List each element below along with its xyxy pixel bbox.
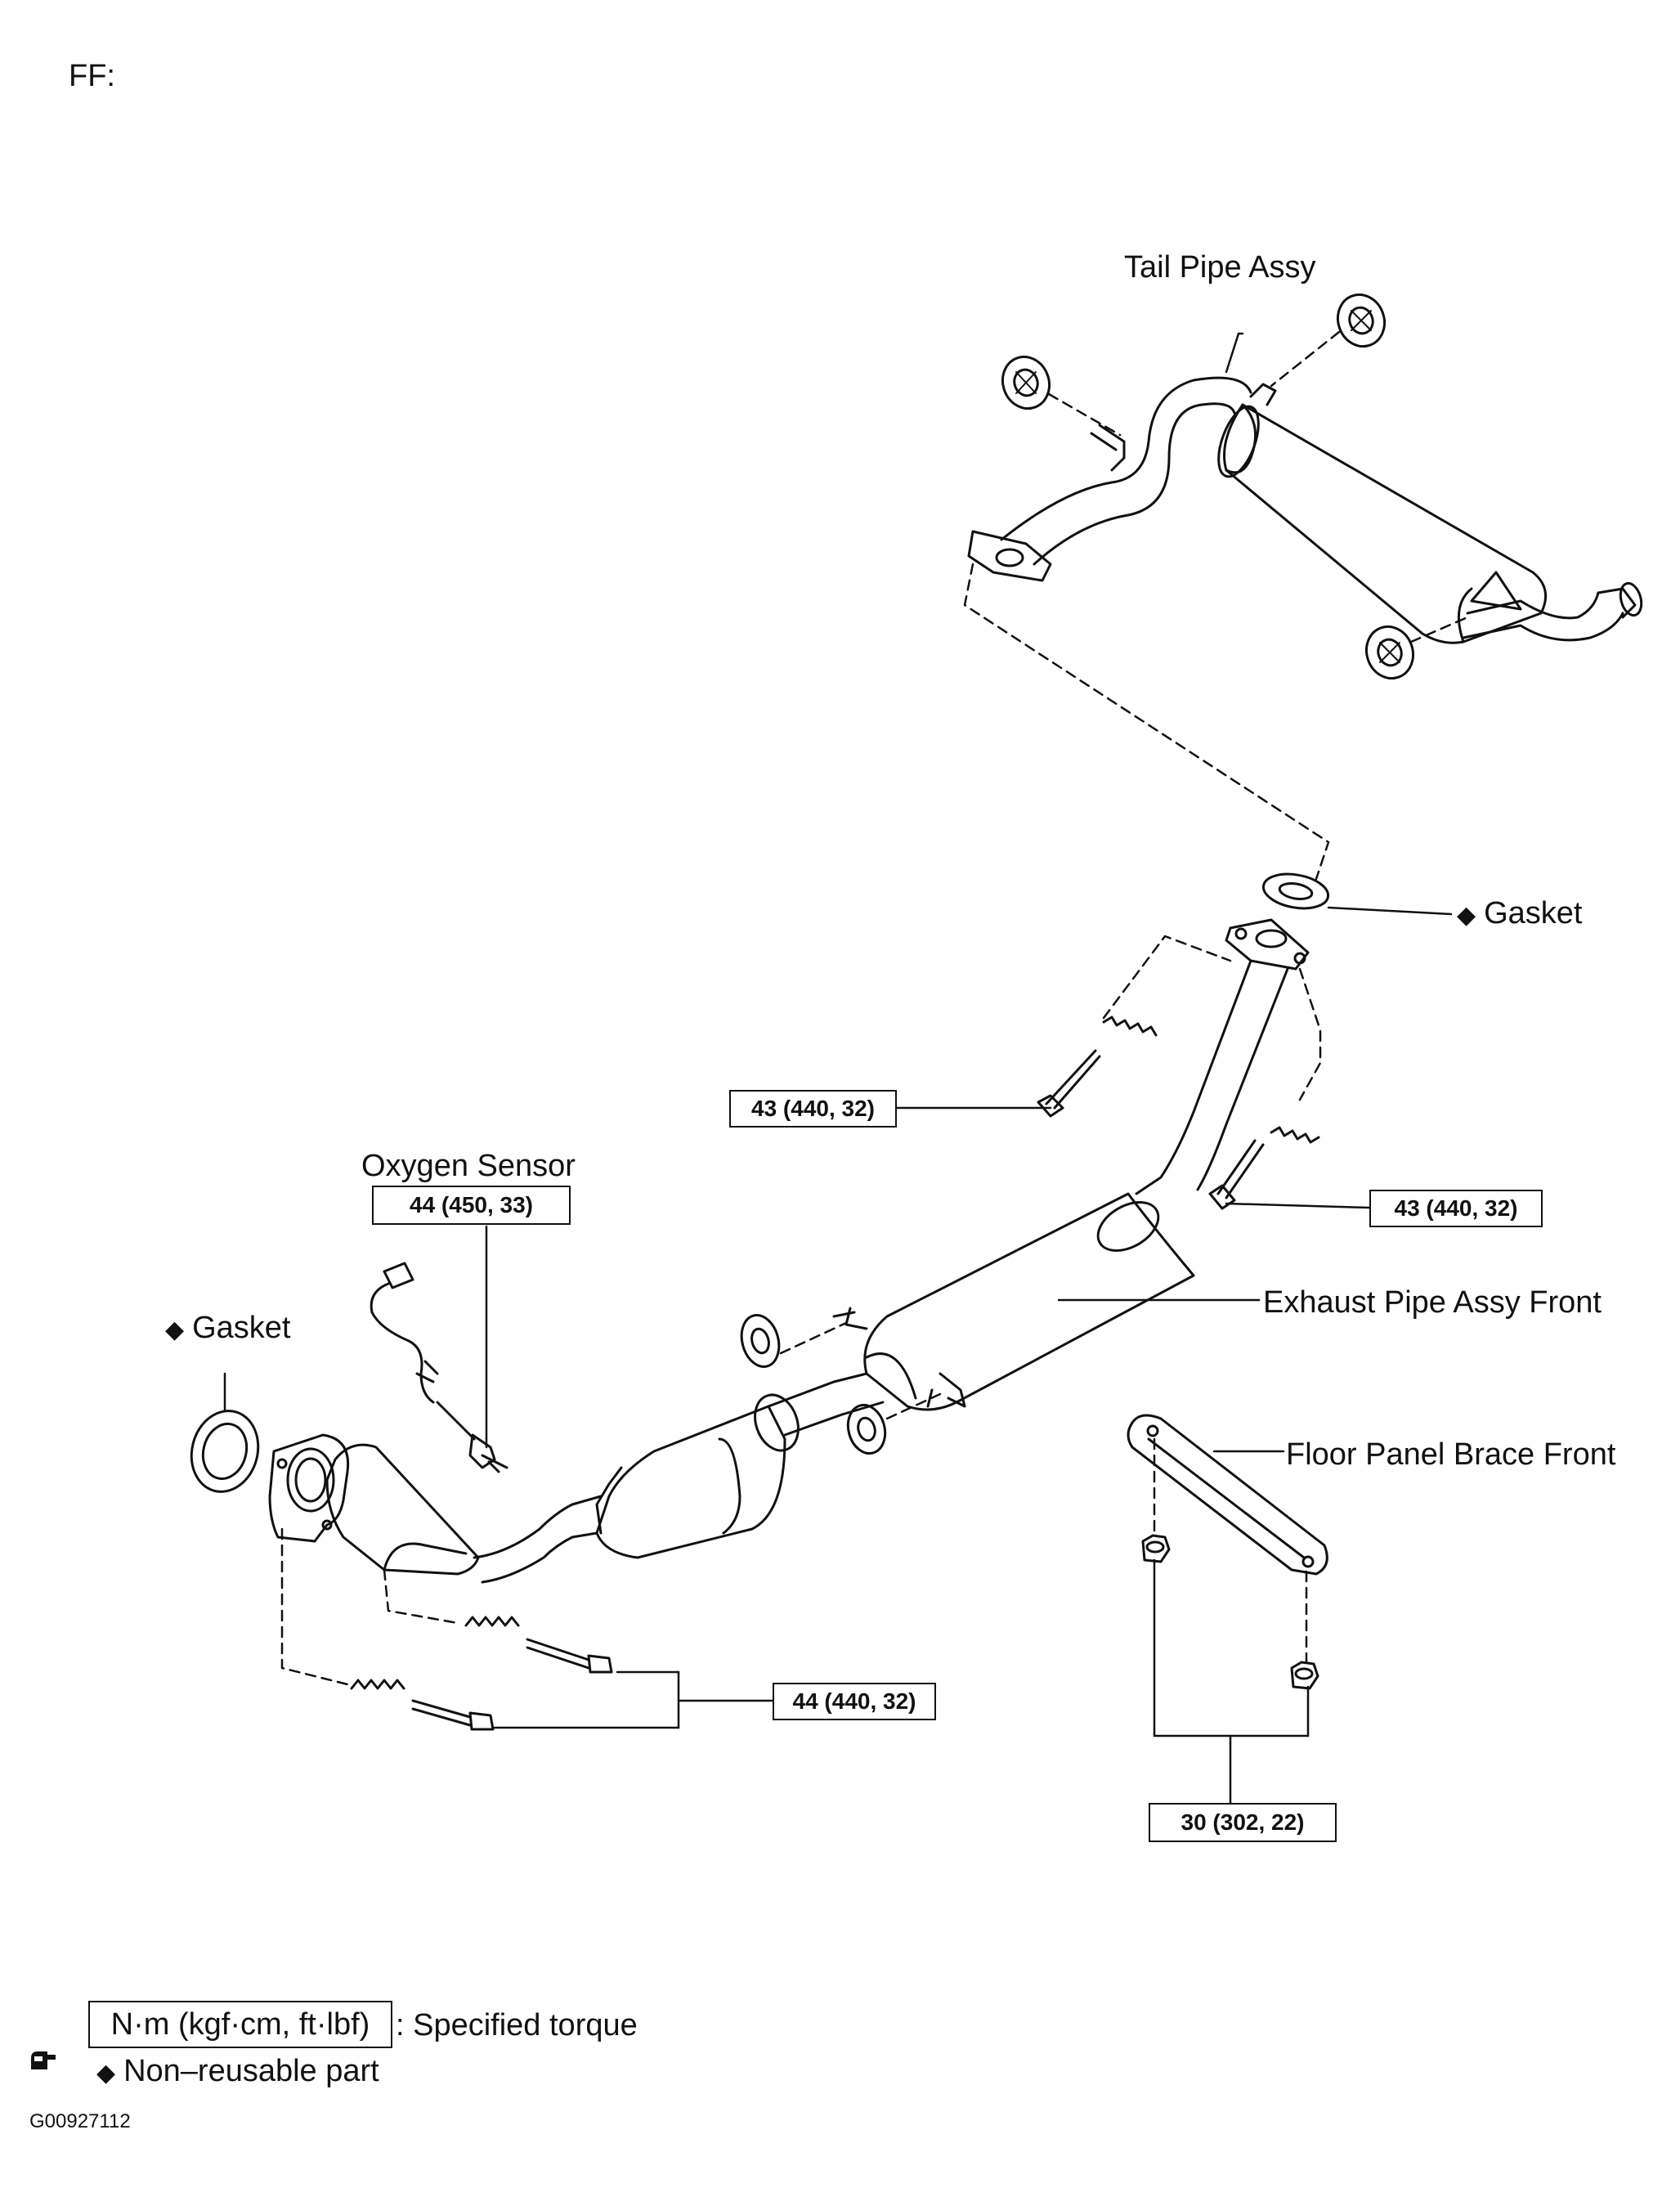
torque-box-upper-right: 43 (440, 32)	[1369, 1190, 1543, 1227]
legend-torque-unit-box: N·m (kgf·cm, ft·lbf)	[88, 2001, 392, 2048]
rubber-hangers-front	[740, 1314, 887, 1455]
gasket-rear	[1261, 872, 1330, 910]
springs-bolts-front	[350, 1616, 613, 1731]
label-oxygen-sensor: Oxygen Sensor	[361, 1149, 576, 1183]
leader-dashes-brace	[1153, 1437, 1308, 1664]
tail-pipe-assy	[967, 376, 1643, 644]
label-floor-panel-brace: Floor Panel Brace Front	[1286, 1437, 1616, 1472]
oxygen-sensor	[370, 1262, 508, 1473]
leader-dashes-front-hangers	[779, 1321, 942, 1420]
legend-nonreusable-text: Non–reusable part	[123, 2054, 379, 2088]
leader-lines	[485, 332, 1371, 1805]
gasket-front	[190, 1410, 260, 1493]
leader-dashes-front-bolts	[280, 1527, 459, 1686]
label-gasket-front: ◆ Gasket	[165, 1312, 290, 1343]
diamond-icon: ◆	[1457, 902, 1476, 929]
diamond-icon: ◆	[165, 1316, 185, 1343]
springs-bolts-rear	[1037, 1016, 1320, 1210]
torque-box-upper-left: 43 (440, 32)	[729, 1090, 897, 1128]
exhaust-pipe-front	[268, 918, 1310, 1584]
gasket-rear-text: Gasket	[1484, 896, 1583, 930]
torque-box-oxygen-sensor: 44 (450, 33)	[372, 1186, 571, 1225]
leader-dashes-tail	[963, 330, 1469, 881]
header-label: FF:	[69, 59, 115, 93]
gasket-front-text: Gasket	[192, 1311, 291, 1345]
torque-box-brace: 30 (302, 22)	[1149, 1803, 1337, 1842]
legend-torque-text: : Specified torque	[396, 2008, 638, 2042]
floor-panel-brace	[1127, 1414, 1328, 1690]
label-gasket-rear: ◆ Gasket	[1457, 898, 1582, 929]
legend-nonreusable: ◆ Non–reusable part	[96, 2056, 379, 2087]
grease-icon	[29, 2048, 57, 2071]
figure-code: G00927112	[29, 2110, 131, 2132]
label-exhaust-pipe-front: Exhaust Pipe Assy Front	[1263, 1285, 1602, 1320]
torque-box-front-flange: 44 (440, 32)	[773, 1683, 936, 1720]
diamond-icon: ◆	[96, 2060, 116, 2087]
leader-dashes-rear-bolts	[1102, 935, 1322, 1101]
rubber-hangers-tail	[1001, 293, 1414, 680]
label-tail-pipe-assy: Tail Pipe Assy	[1124, 250, 1316, 285]
